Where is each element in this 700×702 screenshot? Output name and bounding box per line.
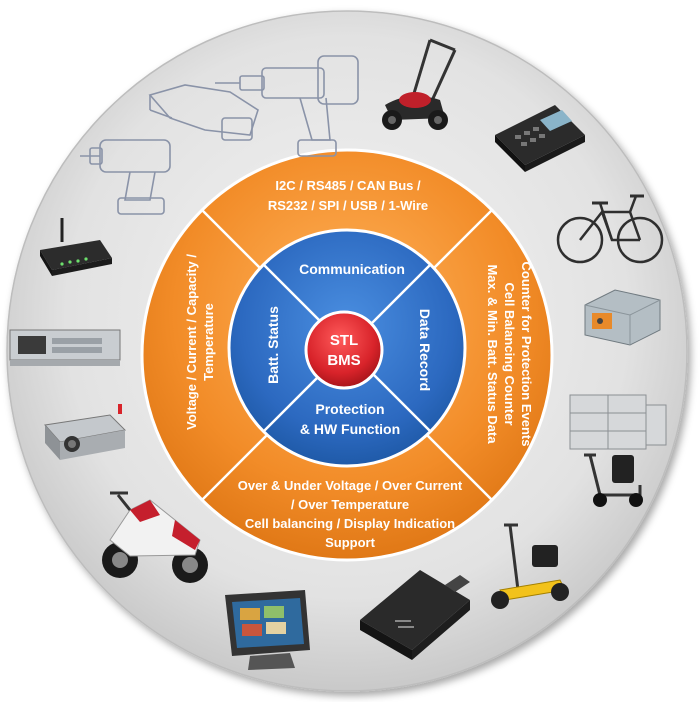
inner-label-communication: Communication bbox=[299, 261, 405, 277]
router-icon bbox=[40, 218, 112, 276]
outer-bottom-line1: Over & Under Voltage / Over Current bbox=[238, 478, 463, 493]
pos-touchscreen-icon bbox=[225, 590, 310, 670]
outer-right-line3: Max. & Min. Batt. Status Data bbox=[485, 264, 500, 444]
outer-right-line1: Counter for Protection Events bbox=[519, 262, 534, 447]
outer-bottom-line2: / Over Temperature bbox=[291, 497, 409, 512]
outer-right-line2: Cell Balancing Counter bbox=[502, 282, 517, 425]
rack-server-icon bbox=[9, 329, 121, 366]
inner-label-data-record: Data Record bbox=[417, 309, 433, 391]
center-circle bbox=[304, 310, 384, 390]
center-label-line1: STL bbox=[330, 332, 358, 349]
battery-rack-icon bbox=[569, 394, 667, 450]
lawn-mower-icon bbox=[382, 38, 457, 130]
reciprocating-saw-icon bbox=[148, 84, 259, 141]
center-label-line2: BMS bbox=[327, 352, 360, 369]
electric-scooter-icon bbox=[102, 491, 208, 583]
outer-top-line1: I2C / RS485 / CAN Bus / bbox=[275, 178, 421, 193]
mobility-scooter-icon bbox=[584, 453, 643, 507]
outer-bottom-line4: Support bbox=[325, 535, 375, 550]
payment-terminal-icon bbox=[495, 105, 585, 172]
folding-wheelchair-scooter-icon bbox=[491, 523, 569, 609]
outer-left-line1: Voltage / Current / Capacity / bbox=[184, 254, 199, 430]
outer-left-line2: Temperature bbox=[201, 303, 216, 381]
e-bike-icon bbox=[556, 194, 664, 264]
inner-label-protection-line1: Protection bbox=[315, 401, 384, 417]
outer-top-line2: RS232 / SPI / USB / 1-Wire bbox=[268, 198, 428, 213]
cordless-drill-icon bbox=[80, 139, 171, 215]
hammer-drill-icon bbox=[215, 55, 359, 157]
battery-module-icon bbox=[584, 289, 661, 346]
inner-label-protection-line2: & HW Function bbox=[300, 421, 400, 437]
power-supply-icon bbox=[44, 404, 127, 460]
battery-pack-icon bbox=[360, 570, 470, 660]
inner-label-batt-status: Batt. Status bbox=[265, 306, 281, 384]
outer-bottom-line3: Cell balancing / Display Indication bbox=[245, 516, 455, 531]
